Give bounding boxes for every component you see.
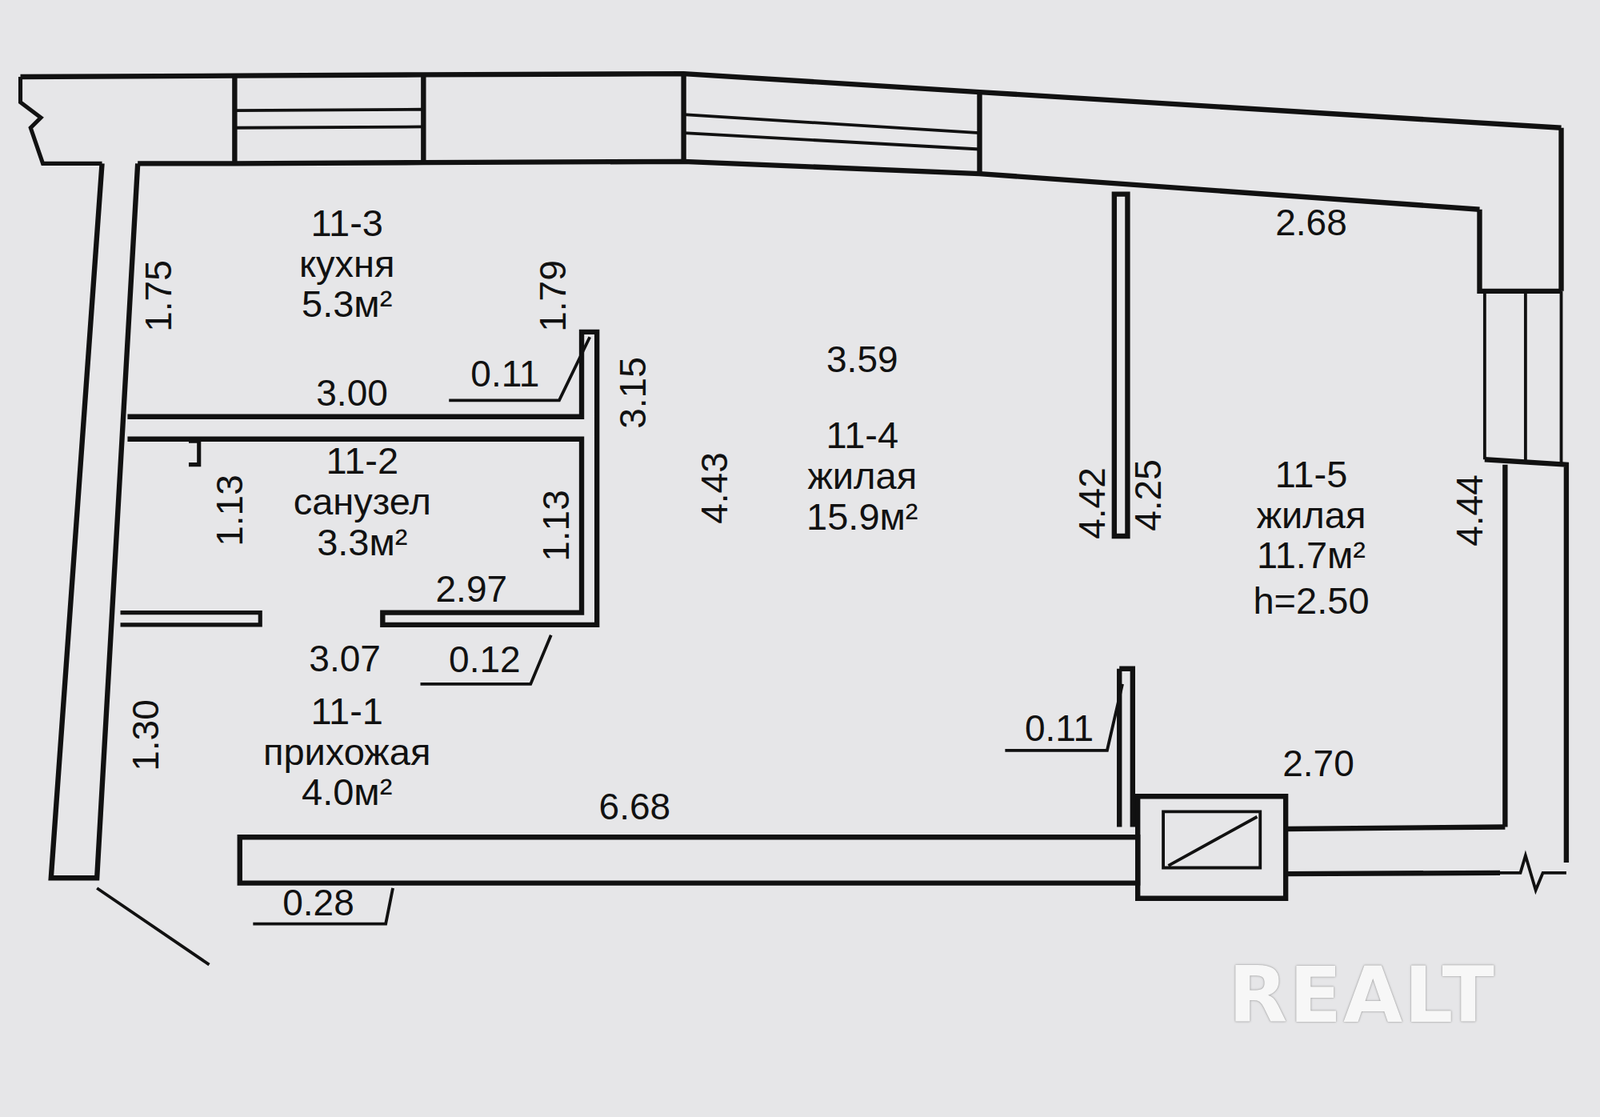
room-label: 11-5 жилая 11.7м²	[1256, 454, 1367, 576]
watermark: REALT	[1228, 956, 1497, 1034]
dimension-label: 4.43	[696, 452, 733, 524]
ceiling-height: h=2.50	[1248, 580, 1375, 622]
dimension-label: 2.97	[436, 570, 508, 608]
dimension-label: 1.30	[127, 699, 164, 772]
dimension-label: 0.11	[1024, 709, 1094, 747]
room-area: 11-3 кухня 5.3м²	[294, 203, 400, 325]
room-area: 11-1 прихожая 4.0м²	[258, 691, 436, 813]
dimension-label: 1.13	[211, 474, 248, 547]
dimension-label: 3.00	[316, 374, 388, 412]
dimension-label: 1.13	[537, 489, 575, 562]
dimension-label: 4.42	[1073, 467, 1111, 540]
dimension-label: 4.25	[1129, 459, 1167, 532]
dimension-label: 6.68	[599, 788, 672, 825]
room-area: 11-4 жилая 15.9м²	[801, 415, 924, 537]
dimension-label: 2.70	[1282, 744, 1355, 782]
dimension-label: 2.68	[1275, 204, 1348, 241]
dimension-label: 0.11	[470, 355, 540, 392]
room-label: 11-1 прихожая 4.0м²	[263, 691, 431, 813]
room-area: 11-2 санузел 3.3м²	[288, 440, 436, 563]
room-label: 11-3 кухня 5.3м²	[299, 203, 396, 325]
room-label: 11-2 санузел 3.3м²	[293, 440, 432, 563]
dimension-label: 1.79	[534, 260, 572, 332]
dimension-label: 3.15	[614, 357, 652, 430]
dimension-label: 0.28	[282, 884, 355, 921]
dimension-label: 0.12	[448, 640, 521, 678]
dimension-label: 4.44	[1451, 474, 1488, 547]
dimension-label: 3.07	[308, 640, 381, 677]
room-area: 11-5 жилая 11.7м²h=2.50	[1248, 454, 1375, 622]
room-label: 11-4 жилая 15.9м²	[806, 415, 918, 537]
dimension-label: 1.75	[140, 260, 177, 332]
dimension-label: 3.59	[826, 340, 899, 378]
